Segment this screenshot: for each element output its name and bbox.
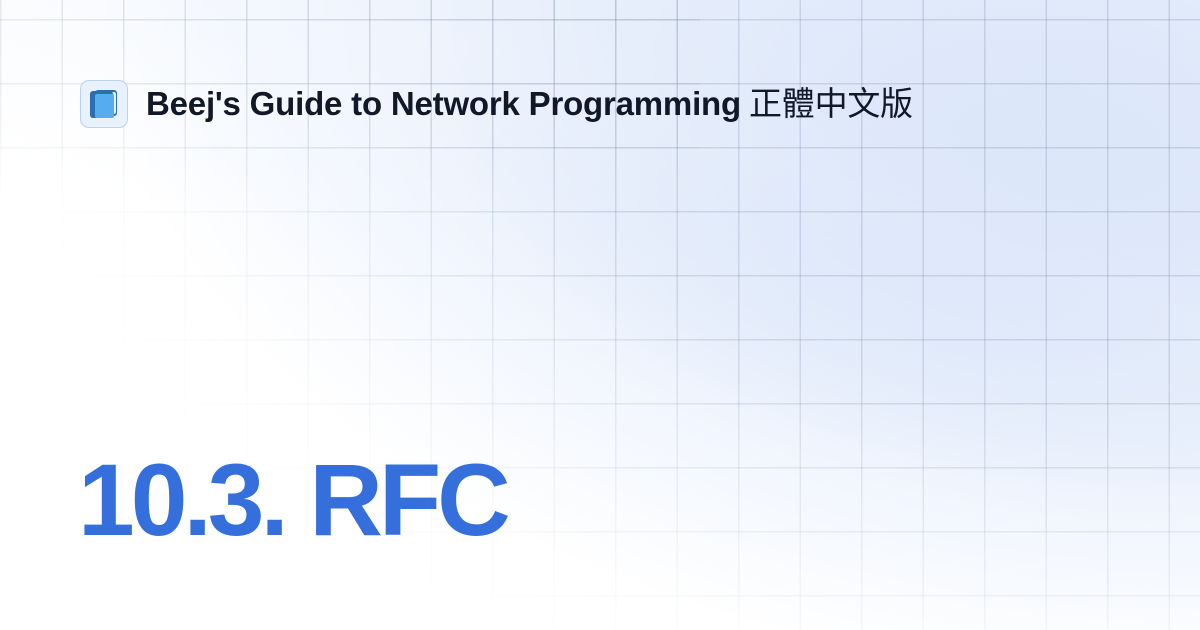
blue-book-icon (90, 90, 117, 118)
site-title-chinese: 正體中文版 (748, 84, 913, 123)
site-logo (80, 80, 128, 128)
site-title-english: Beej's Guide to Network Programming (146, 85, 741, 122)
page-title: 10.3. RFC (78, 443, 511, 557)
